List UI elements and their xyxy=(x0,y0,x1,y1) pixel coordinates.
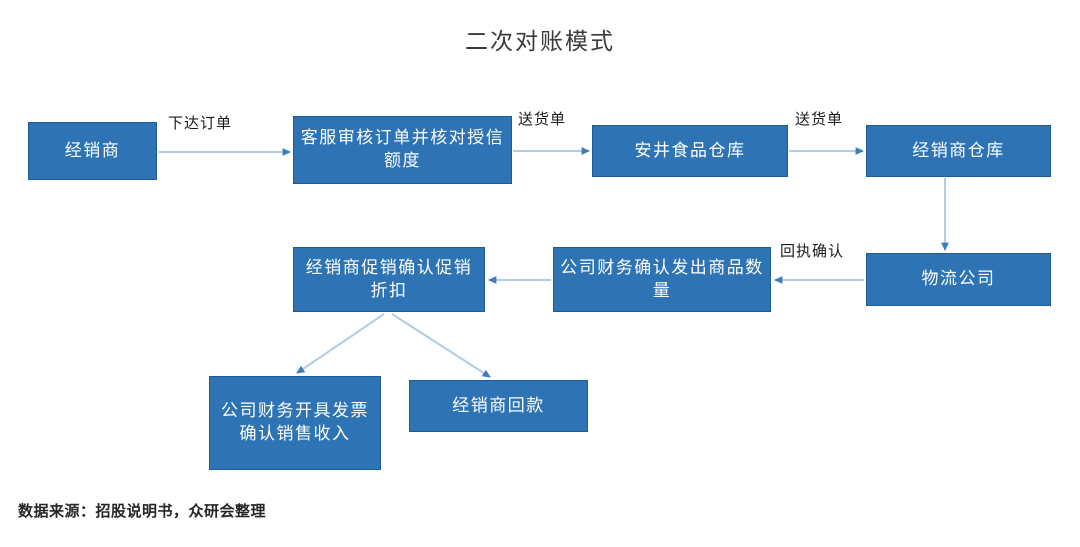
edge-label-delivery-note-2: 送货单 xyxy=(795,112,844,128)
node-cs-review[interactable]: 客服审核订单并核对授信额度 xyxy=(293,116,512,184)
page-title: 二次对账模式 xyxy=(465,29,615,54)
node-anjoy-warehouse-label: 安井食品仓库 xyxy=(634,140,746,160)
node-logistics-label: 物流公司 xyxy=(921,269,996,289)
node-dealer-warehouse-label: 经销商仓库 xyxy=(912,140,1005,160)
node-promo-discount[interactable]: 经销商促销确认促销折扣 xyxy=(293,247,485,312)
node-finance-confirm-label: 公司财务确认发出商品数量 xyxy=(560,257,764,300)
node-logistics[interactable]: 物流公司 xyxy=(866,253,1051,306)
node-dealer-warehouse[interactable]: 经销商仓库 xyxy=(866,125,1051,177)
edge-label-receipt-confirmation: 回执确认 xyxy=(780,244,845,260)
edge-label-place-order: 下达订单 xyxy=(168,116,233,132)
node-dealer-label: 经销商 xyxy=(64,140,121,160)
node-dealer[interactable]: 经销商 xyxy=(28,122,157,180)
source-note: 数据来源：招股说明书，众研会整理 xyxy=(18,503,267,520)
node-anjoy-warehouse[interactable]: 安井食品仓库 xyxy=(592,125,788,177)
edge-promo-discount-to-dealer-payment xyxy=(391,313,491,378)
node-invoice-revenue[interactable]: 公司财务开具发票确认销售收入 xyxy=(209,376,381,470)
node-invoice-revenue-label: 公司财务开具发票确认销售收入 xyxy=(221,401,369,443)
edge-label-delivery-note-1: 送货单 xyxy=(518,112,567,128)
node-dealer-payment-label: 经销商回款 xyxy=(452,395,545,415)
node-dealer-payment[interactable]: 经销商回款 xyxy=(409,380,588,432)
edge-promo-discount-to-invoice-revenue xyxy=(296,313,385,374)
node-cs-review-label: 客服审核订单并核对授信额度 xyxy=(300,128,505,170)
node-promo-discount-label: 经销商促销确认促销折扣 xyxy=(305,257,473,300)
node-finance-confirm[interactable]: 公司财务确认发出商品数量 xyxy=(553,247,771,312)
